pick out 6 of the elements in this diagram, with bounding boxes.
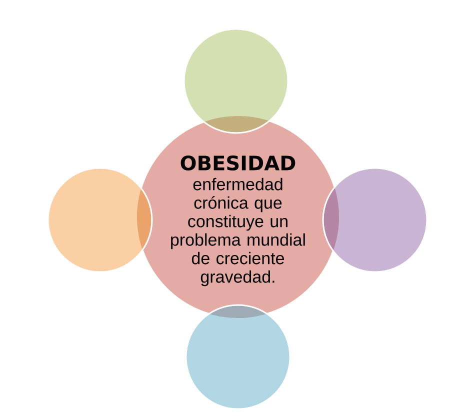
circle — [185, 304, 291, 410]
heading: OBESIDAD — [180, 155, 296, 171]
description: enfermedad crónica que constituye un problema mundial de creciente gravedad. — [171, 178, 305, 286]
circle — [183, 28, 289, 134]
circle — [322, 167, 428, 273]
circle — [47, 167, 153, 273]
